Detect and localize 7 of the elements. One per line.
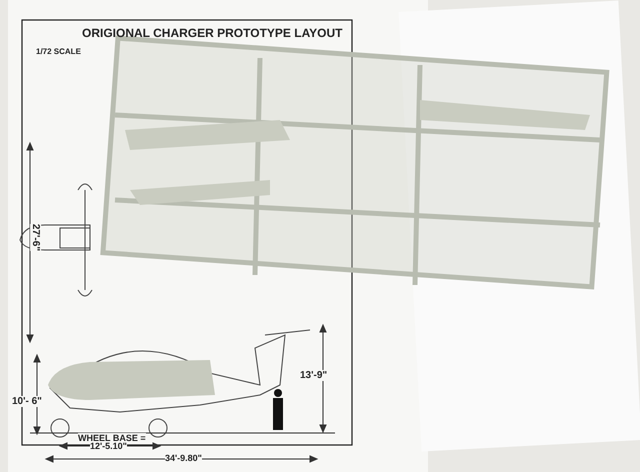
dimension-label: 13'-9" bbox=[300, 370, 328, 381]
dimension-label: 27'-6" bbox=[30, 224, 42, 252]
dimension-label: 34'-9.80" bbox=[165, 453, 202, 463]
scale-note: 1/72 SCALE bbox=[36, 47, 81, 56]
dimension-label: 10'- 6" bbox=[12, 396, 42, 407]
drawing-title: ORIGIONAL CHARGER PROTOTYPE LAYOUT bbox=[82, 26, 342, 40]
dimension-label: 12'-5.10" bbox=[90, 441, 127, 451]
